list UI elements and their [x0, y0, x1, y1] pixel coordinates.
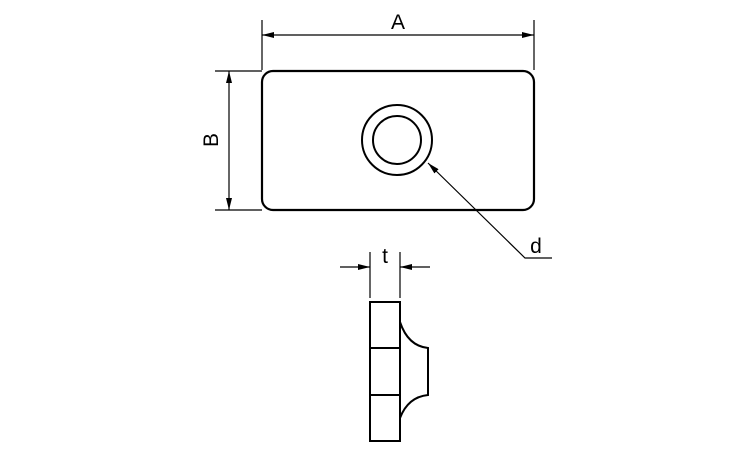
label-d: d [530, 235, 542, 258]
dimension-a: A [261, 11, 535, 70]
label-t: t [382, 245, 388, 268]
leader-d: d [427, 162, 552, 259]
dimension-b: B [200, 70, 262, 211]
label-b: B [200, 133, 223, 147]
side-view [369, 301, 429, 442]
boss-profile [399, 321, 429, 419]
label-a: A [391, 11, 405, 34]
leader-line [427, 162, 552, 259]
top-view [260, 69, 536, 212]
dimension-t: t [340, 245, 430, 298]
side-body [369, 301, 401, 442]
hole-outer-circle [361, 104, 433, 176]
hole-inner-circle [372, 115, 422, 165]
plate-outline [260, 69, 536, 212]
